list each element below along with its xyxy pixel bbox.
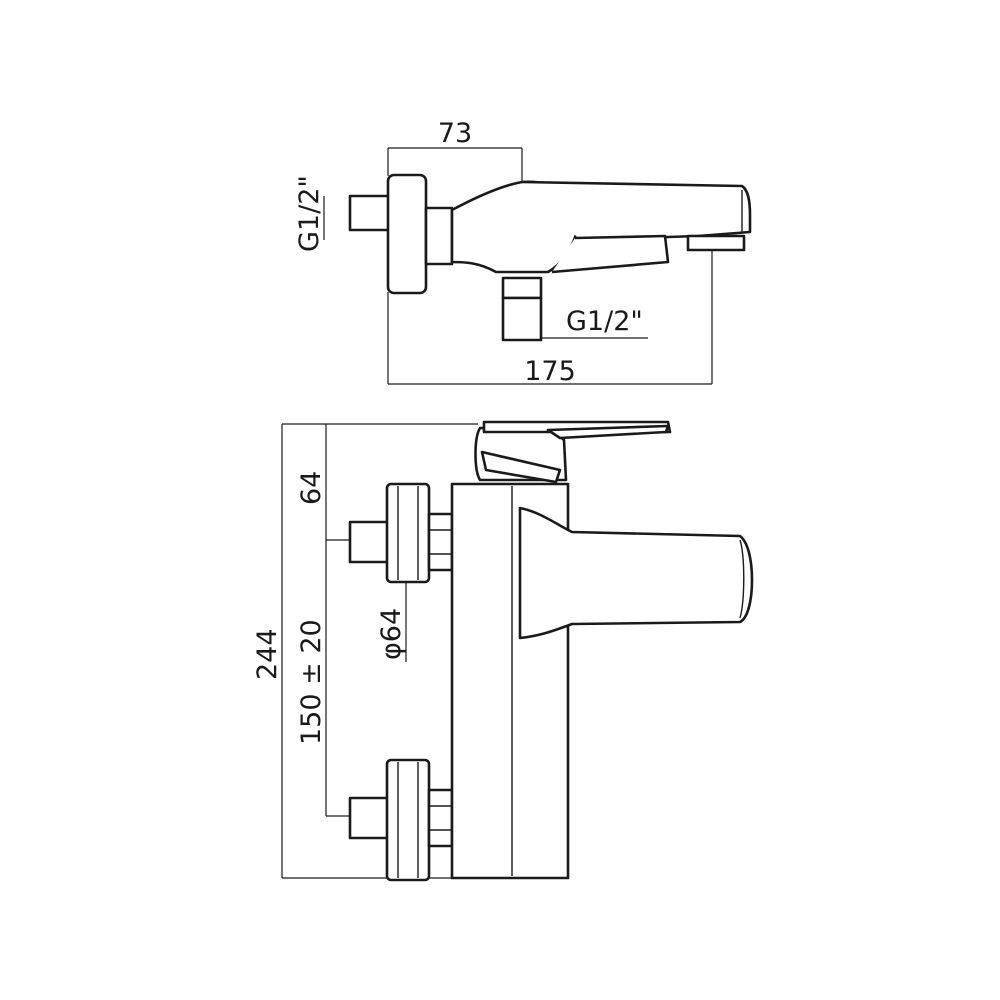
lever-handle-tip	[546, 424, 670, 440]
label-150: 150 ± 20	[296, 619, 327, 745]
front-spout	[518, 506, 754, 640]
top-aerator	[686, 234, 746, 252]
dimension-outlet-thread: G1/2"	[541, 306, 648, 339]
lower-inlet-stub	[348, 796, 390, 840]
dimension-73: 73	[387, 118, 523, 186]
dimension-244: 244	[252, 423, 478, 879]
top-view: 73 G1/2" G1/2"	[294, 118, 752, 387]
label-outlet-thread: G1/2"	[566, 306, 643, 337]
top-outlet-stub	[501, 296, 543, 342]
top-spout	[521, 180, 752, 242]
top-spout-underside	[551, 234, 670, 274]
label-244: 244	[252, 628, 283, 680]
lower-connector-nut	[427, 788, 454, 848]
top-outlet-nut	[501, 276, 543, 300]
front-spout-tip	[739, 539, 745, 619]
label-diameter-64: φ64	[376, 608, 407, 660]
top-inlet-stub	[348, 194, 392, 232]
top-wall-flange	[386, 173, 428, 295]
label-73: 73	[438, 118, 472, 149]
lever-collar	[480, 450, 562, 484]
dimension-64: 64	[296, 424, 327, 540]
upper-inlet-stub	[348, 520, 390, 564]
label-175: 175	[524, 356, 576, 387]
lower-wall-flange	[385, 758, 431, 882]
dimension-inlet-thread: G1/2"	[294, 175, 325, 252]
top-connector-nut	[424, 206, 454, 266]
upper-wall-flange	[385, 482, 431, 584]
label-64: 64	[296, 471, 327, 505]
dimension-150: 150 ± 20	[296, 539, 350, 817]
label-inlet-thread: G1/2"	[294, 175, 325, 252]
dimension-diameter-64: φ64	[376, 582, 407, 662]
front-view: 244 64 150 ± 20 φ64	[252, 420, 754, 882]
dimension-175: 175	[387, 250, 713, 387]
upper-connector-nut	[427, 512, 454, 572]
